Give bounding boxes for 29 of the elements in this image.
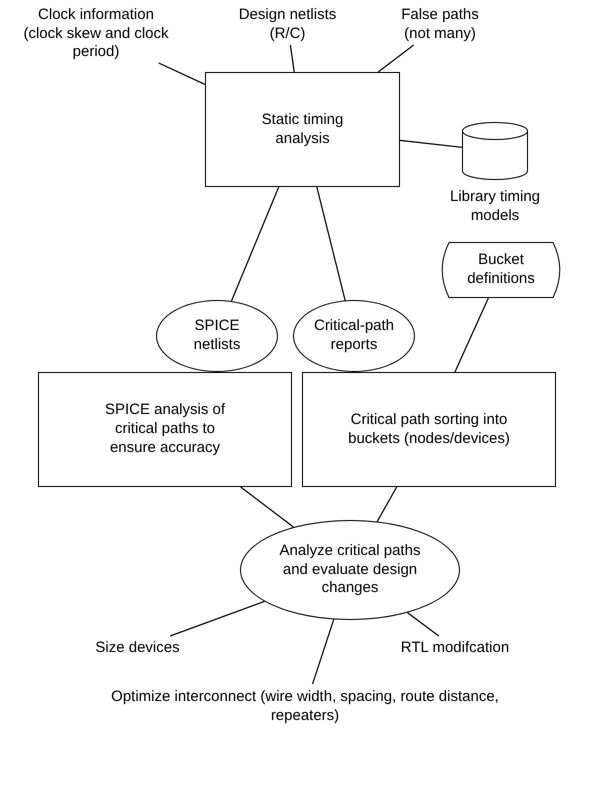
node-label: Critical path sorting into buckets (nodes/devices): [347, 410, 511, 448]
process-box: [38, 372, 292, 487]
connector-line: [230, 186, 280, 302]
connector-line: [316, 186, 346, 301]
connector-line: [454, 298, 489, 372]
process-box: [205, 72, 400, 187]
connector-line: [158, 62, 206, 85]
input-label: False paths (not many): [400, 6, 480, 44]
connector-line: [290, 44, 295, 72]
input-label: Clock information (clock skew and clock period): [22, 6, 170, 62]
input-label: RTL modifcation: [400, 638, 510, 658]
input-label: Size devices: [95, 638, 180, 658]
connector-line: [378, 44, 414, 72]
node-caption: Library timing models: [448, 188, 542, 226]
node-label: Critical-path reports: [312, 317, 396, 355]
connector-line: [407, 612, 440, 636]
connector-line: [376, 486, 398, 522]
connector-line: [400, 140, 462, 148]
process-box: [302, 372, 556, 487]
input-label: Design netlists (R/C): [238, 6, 338, 44]
node-label: SPICE netlists: [192, 317, 242, 355]
input-label: Optimize interconnect (wire width, spacing, route distance, repeaters): [110, 688, 500, 726]
connector-line: [312, 619, 334, 684]
connector-line: [170, 600, 265, 637]
node-label: Bucket definitions: [466, 251, 536, 289]
node-label: Analyze critical paths and evaluate design changes: [278, 542, 422, 598]
node-label: Static timing analysis: [260, 110, 344, 148]
node-label: SPICE analysis of critical paths to ensure accuracy: [104, 401, 226, 458]
connector-line: [240, 486, 294, 528]
